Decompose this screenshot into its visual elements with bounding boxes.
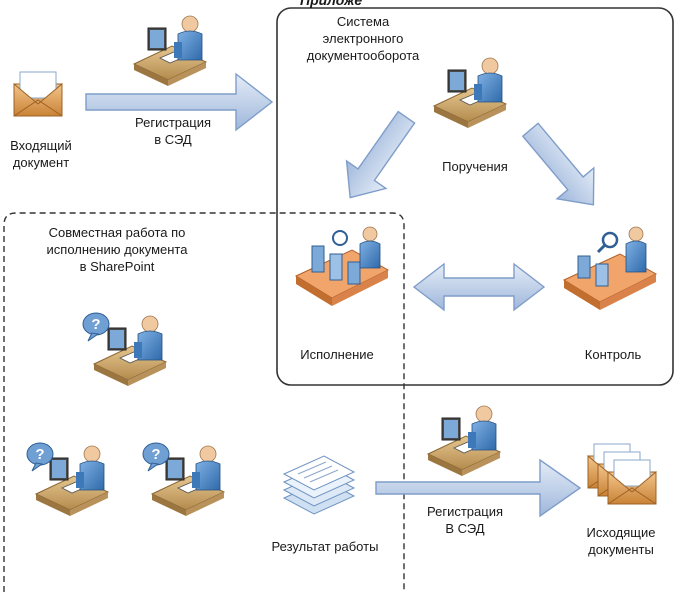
cut-off-header: Приложе [300,0,363,8]
sharepoint-dashed-frame [3,212,405,592]
arrow-register-out [375,458,582,518]
register-out-label: Регистрация В СЭД [427,504,503,536]
question-bubble-1-icon: ? [82,312,110,342]
registrar-outgoing-workstation-icon [427,405,501,477]
instructions-label: Поручения [442,159,508,174]
system-label: Система электронного документооборота [306,14,420,63]
question-mark-1: ? [91,316,100,333]
question-mark-3: ? [151,446,160,463]
question-bubble-2-icon: ? [26,442,54,472]
arrow-to-execution [345,110,416,199]
sed-system-frame [276,7,674,386]
register-in-label: Регистрация в СЭД [135,115,211,147]
work-result-label: Результат работы [271,539,379,554]
execution-conveyor-icon [294,226,390,306]
execution-label: Исполнение [300,347,374,362]
outgoing-envelopes-icon [587,443,657,505]
control-label: Контроль [584,347,642,362]
incoming-envelope-icon [13,71,63,117]
work-result-documents-icon [282,455,356,515]
control-conveyor-icon [562,226,658,310]
incoming-document-label: Входящий документ [10,138,72,170]
arrow-register-in [85,72,274,132]
registrar-workstation-icon [133,15,207,87]
arrow-execution-control [412,262,546,312]
sed-operator-icon [433,57,507,129]
outgoing-documents-label: Исходящие документы [586,525,656,557]
question-bubble-3-icon: ? [142,442,170,472]
arrow-to-control [521,122,595,206]
question-mark-2: ? [35,446,44,463]
collaboration-label: Совместная работа по исполнению документ… [46,225,188,274]
